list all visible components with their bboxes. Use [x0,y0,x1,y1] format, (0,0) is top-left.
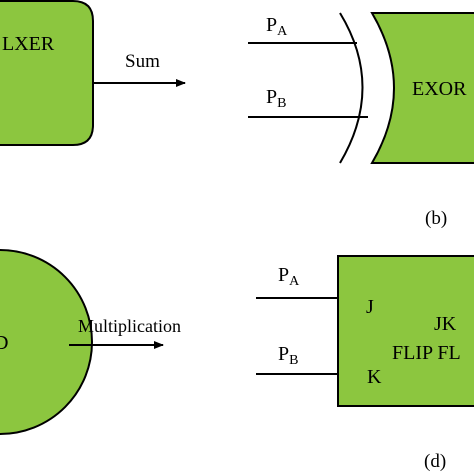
multiplication-label: Multiplication [78,316,181,336]
caption-b: (b) [425,208,447,229]
flipflop-pin-k: K [367,366,382,388]
flipflop-type-label: JK [434,313,457,335]
flipflop-name-label: FLIP FL [392,342,461,364]
flipflop-pin-j: J [366,296,374,318]
multiplier-block-label: D [0,332,8,354]
flipflop-input-b-label: PB [278,343,298,368]
exor-input-b-label: PB [266,86,286,111]
panel-a: LXER Sum [0,0,186,146]
panel-b: PA PB EXOR (b) [248,12,474,229]
exor-gate-body [370,12,474,164]
multiplier-block [0,249,93,435]
adder-block [0,0,94,146]
exor-gate-label: EXOR [412,78,467,100]
jk-flipflop-body [337,255,474,407]
caption-d: (d) [424,451,446,472]
exor-input-curve [339,12,364,164]
exor-input-a-label: PA [266,14,288,39]
panel-c: D Multiplication [0,249,181,435]
sum-label: Sum [125,51,160,72]
flipflop-input-a-label: PA [278,264,300,289]
adder-block-label: LXER [2,33,55,55]
panel-d: PA PB J K JK FLIP FL (d) [256,255,474,472]
